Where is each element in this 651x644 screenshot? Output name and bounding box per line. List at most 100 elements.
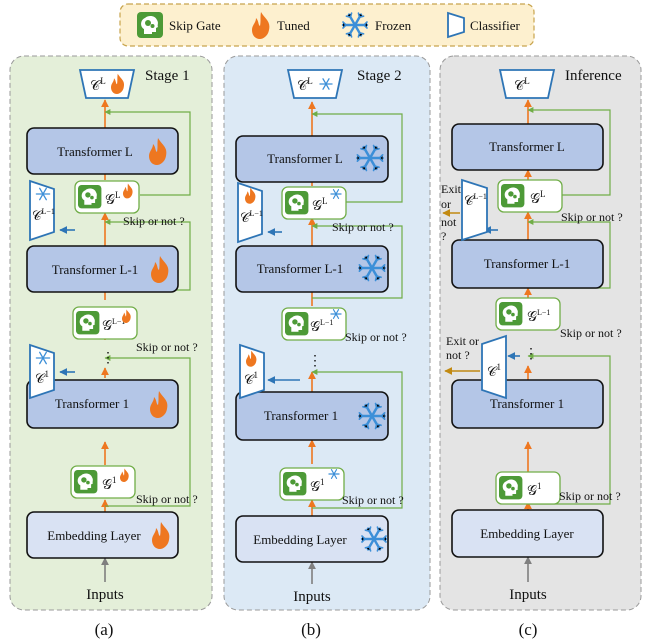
gate-l1-b: 𝒢L−1	[281, 307, 347, 341]
transformer-1-label-a: Transformer 1	[55, 396, 129, 411]
panel-b-title: Stage 2	[357, 68, 402, 84]
exit-label-top-c: Exit or not ?	[441, 182, 462, 243]
skip-gate-icon	[499, 302, 523, 326]
snowflake-icon	[360, 526, 388, 552]
flame-icon	[152, 522, 170, 549]
skip-gate-icon	[499, 476, 523, 500]
gate-l1-c: 𝒢L−1	[495, 297, 561, 331]
transformer-l1-block-a	[26, 245, 179, 293]
svg-text:𝒢L: 𝒢L	[530, 189, 545, 207]
skip-label-b-3: Skip or not ?	[342, 493, 404, 507]
legend-skip-gate: Skip Gate	[137, 12, 221, 38]
legend-classifier: Classifier	[447, 11, 520, 39]
legend-tuned-label: Tuned	[277, 18, 310, 33]
caption-c: (c)	[519, 620, 538, 639]
exit-label-mid-c: Exit or not ?	[446, 334, 479, 362]
skip-label-a-2: Skip or not ?	[136, 340, 198, 354]
svg-text:𝒞L−1: 𝒞L−1	[32, 207, 55, 223]
transformer-l-label-a: Transformer L	[57, 144, 133, 159]
snowflake-icon	[341, 12, 369, 38]
svg-text:𝒢L−1: 𝒢L−1	[527, 308, 550, 325]
skip-gate-icon	[283, 472, 307, 496]
transformer-l-label-b: Transformer L	[267, 151, 343, 166]
ellipsis-b: ⋮	[308, 354, 322, 369]
transformer-1-label-b: Transformer 1	[264, 408, 338, 423]
classifier-icon	[447, 11, 465, 39]
classifier-top-c: 𝒞L	[498, 69, 556, 99]
classifier-top-b: 𝒞L	[286, 69, 344, 99]
gate-1-b: 𝒢1	[279, 467, 345, 501]
svg-text:𝒞L−1: 𝒞L−1	[464, 192, 487, 208]
skip-gate-icon	[76, 311, 100, 335]
svg-text:𝒞L−1: 𝒞L−1	[240, 209, 263, 225]
svg-text:Exit or: Exit or	[446, 334, 479, 348]
classifier-top-a: 𝒞L	[78, 69, 136, 99]
svg-text:𝒞1: 𝒞1	[244, 370, 258, 387]
classifier-1-c: 𝒞1	[481, 334, 507, 400]
classifier-1-b: 𝒞1	[239, 343, 265, 400]
snowflake-icon	[358, 402, 386, 430]
snowflake-icon	[356, 144, 384, 172]
transformer-l1-block-b	[235, 245, 389, 293]
transformer-1-label-c: Transformer 1	[490, 396, 564, 411]
transformer-l-label-c: Transformer L	[489, 139, 565, 154]
embedding-label-a: Embedding Layer	[47, 528, 141, 543]
flame-icon	[246, 350, 257, 367]
skip-label-a-3: Skip or not ?	[136, 492, 198, 506]
caption-a: (a)	[95, 620, 114, 639]
embedding-label-c: Embedding Layer	[480, 526, 574, 541]
panel-stage-1: Stage 1 Transformer L	[9, 55, 213, 639]
svg-text:𝒞1: 𝒞1	[487, 362, 501, 379]
classifier-1-a: 𝒞1	[29, 343, 55, 400]
gate-1-a: 𝒢1	[70, 465, 136, 499]
panel-inference: Inference Transformer L Transformer	[439, 55, 642, 639]
classifier-arrows-a	[59, 226, 75, 376]
flame-icon	[151, 256, 169, 283]
svg-text:𝒢L−1: 𝒢L−1	[310, 318, 333, 335]
classifier-arrows-b	[267, 228, 300, 384]
flame-icon	[150, 391, 168, 418]
svg-text:Exit: Exit	[441, 182, 462, 196]
classifier-l1-a: 𝒞L−1	[29, 179, 55, 242]
skip-gate-icon	[501, 184, 525, 208]
transformer-l1-label-c: Transformer L-1	[484, 256, 571, 271]
snowflake-icon	[319, 78, 333, 90]
legend: Skip Gate Tuned Frozen	[119, 3, 535, 47]
svg-text:𝒢L−1: 𝒢L−1	[102, 317, 125, 334]
classifier-l1-c: 𝒞L−1	[461, 178, 488, 242]
flame-icon	[252, 12, 270, 39]
caption-b: (b)	[301, 620, 321, 639]
skip-label-c-2: Skip or not ?	[560, 326, 622, 340]
transformer-l-block-b	[235, 135, 389, 183]
svg-text:𝒢1: 𝒢1	[102, 475, 116, 493]
gate-l-a: 𝒢L	[74, 180, 140, 214]
flame-icon	[123, 183, 133, 199]
flame-icon	[120, 468, 129, 482]
snowflake-icon	[328, 469, 340, 479]
gate-l1-a: 𝒢L−1	[72, 306, 138, 340]
embedding-block-c	[451, 509, 604, 558]
skip-routes-b	[311, 111, 403, 509]
flame-icon	[111, 73, 125, 94]
skip-label-c-3: Skip or not ?	[559, 489, 621, 503]
legend-tuned: Tuned	[252, 12, 310, 39]
panel-c-title: Inference	[565, 68, 622, 84]
transformer-l-block-a	[26, 127, 179, 175]
snowflake-icon	[35, 187, 51, 201]
svg-text:𝒢L: 𝒢L	[312, 196, 327, 214]
flame-icon	[245, 187, 256, 204]
transformer-l1-label-a: Transformer L-1	[52, 262, 139, 277]
inputs-label-b: Inputs	[293, 589, 331, 605]
gate-l-c: 𝒢L	[497, 179, 563, 213]
skip-label-b-1: Skip or not ?	[332, 220, 394, 234]
panel-stage-2: Stage 2 Transformer L	[223, 55, 431, 639]
panel-a-title: Stage 1	[145, 68, 190, 84]
ellipsis-c: ⋮	[524, 347, 538, 362]
flame-icon	[122, 309, 131, 323]
flame-icon	[149, 138, 167, 165]
skip-label-a-1: Skip or not ?	[123, 214, 185, 228]
transformer-l1-label-b: Transformer L-1	[257, 261, 344, 276]
snowflake-icon	[35, 351, 51, 365]
inputs-label-c: Inputs	[509, 587, 547, 603]
